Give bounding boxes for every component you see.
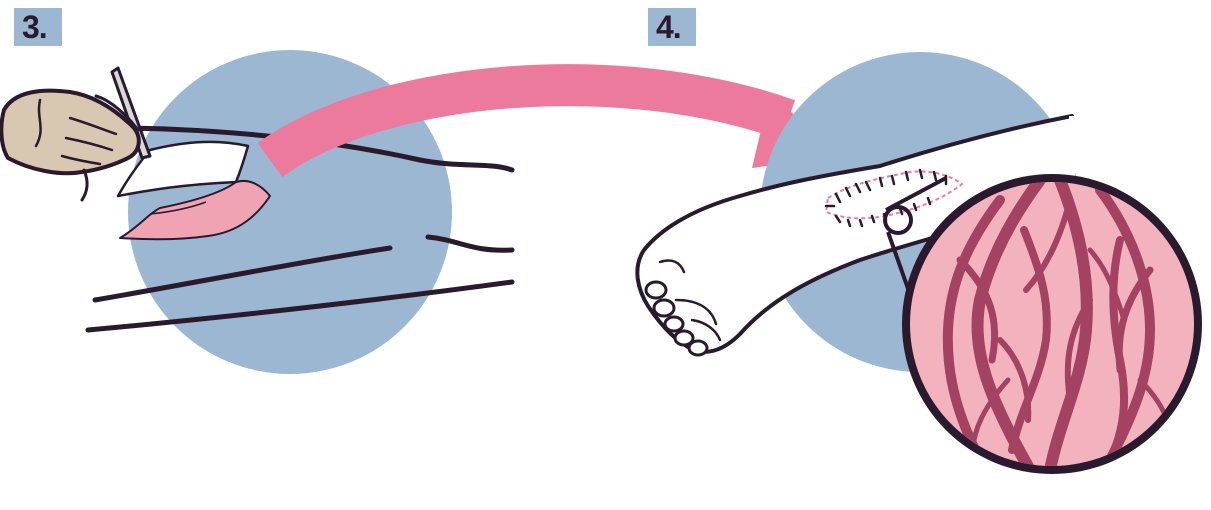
leg-4 (635, 114, 1075, 357)
donor-site-wound (119, 180, 271, 241)
wound-line (149, 201, 207, 215)
hand-icon (0, 88, 141, 202)
graft-outline (825, 170, 963, 220)
magnified-view (902, 174, 1202, 474)
panel-step-4 (635, 52, 1202, 474)
leg-3 (85, 125, 515, 333)
toes (644, 280, 709, 357)
step-3-badge: 3. (14, 8, 62, 46)
leg-3-top-edge (127, 125, 515, 173)
leg-3-inner-edge (92, 245, 393, 303)
step-4-badge: 4. (648, 8, 696, 46)
foot-outline (635, 114, 1074, 354)
blood-vessels (942, 182, 1175, 466)
leg-3-bottom-edge (85, 279, 515, 333)
leg-3-knee-line (425, 234, 515, 253)
